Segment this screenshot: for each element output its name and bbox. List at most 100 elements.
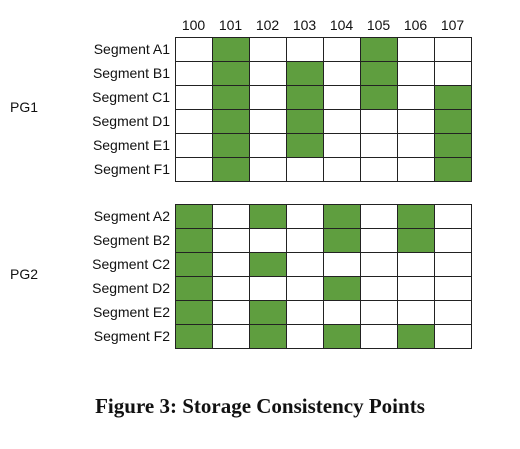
row-label: Segment F2 — [93, 328, 170, 344]
column-header-100: 100 — [181, 17, 206, 33]
filled-cell — [435, 134, 472, 158]
empty-cell — [398, 134, 435, 158]
empty-cell — [176, 134, 213, 158]
filled-cell — [213, 110, 250, 134]
column-header-106: 106 — [403, 17, 428, 33]
empty-cell — [435, 301, 472, 325]
empty-cell — [324, 134, 361, 158]
empty-cell — [398, 301, 435, 325]
column-header-104: 104 — [329, 17, 354, 33]
empty-cell — [176, 86, 213, 110]
column-header-107: 107 — [440, 17, 465, 33]
row-label: Segment F1 — [93, 161, 170, 177]
filled-cell — [176, 253, 213, 277]
empty-cell — [361, 158, 398, 182]
empty-cell — [213, 301, 250, 325]
figure-caption: Figure 3: Storage Consistency Points — [95, 394, 425, 418]
empty-cell — [324, 110, 361, 134]
empty-cell — [250, 110, 287, 134]
row-label: Segment D2 — [92, 280, 170, 296]
empty-cell — [435, 253, 472, 277]
filled-cell — [250, 253, 287, 277]
empty-cell — [176, 158, 213, 182]
filled-cell — [398, 205, 435, 229]
empty-cell — [435, 325, 472, 349]
empty-cell — [213, 205, 250, 229]
row-label: Segment A1 — [93, 41, 170, 57]
group-label-pg1: PG1 — [10, 99, 39, 115]
filled-cell — [361, 86, 398, 110]
filled-cell — [287, 110, 324, 134]
row-label: Segment C2 — [92, 256, 170, 272]
filled-cell — [213, 158, 250, 182]
empty-cell — [361, 325, 398, 349]
filled-cell — [435, 86, 472, 110]
empty-cell — [435, 62, 472, 86]
row-label: Segment D1 — [92, 113, 170, 129]
row-label: Segment A2 — [93, 208, 170, 224]
filled-cell — [361, 38, 398, 62]
empty-cell — [287, 205, 324, 229]
empty-cell — [250, 277, 287, 301]
empty-cell — [324, 86, 361, 110]
empty-cell — [398, 158, 435, 182]
empty-cell — [250, 134, 287, 158]
empty-cell — [324, 62, 361, 86]
empty-cell — [435, 38, 472, 62]
empty-cell — [213, 277, 250, 301]
filled-cell — [324, 205, 361, 229]
empty-cell — [287, 158, 324, 182]
filled-cell — [287, 62, 324, 86]
filled-cell — [176, 205, 213, 229]
filled-cell — [324, 277, 361, 301]
empty-cell — [250, 38, 287, 62]
empty-cell — [398, 86, 435, 110]
row-label: Segment E1 — [92, 137, 170, 153]
empty-cell — [250, 62, 287, 86]
empty-cell — [398, 110, 435, 134]
filled-cell — [213, 38, 250, 62]
filled-cell — [213, 86, 250, 110]
filled-cell — [398, 229, 435, 253]
column-header-102: 102 — [255, 17, 280, 33]
empty-cell — [361, 205, 398, 229]
empty-cell — [361, 277, 398, 301]
empty-cell — [324, 253, 361, 277]
filled-cell — [361, 62, 398, 86]
empty-cell — [324, 38, 361, 62]
filled-cell — [213, 134, 250, 158]
filled-cell — [435, 158, 472, 182]
filled-cell — [324, 325, 361, 349]
empty-cell — [361, 253, 398, 277]
empty-cell — [287, 253, 324, 277]
filled-cell — [287, 134, 324, 158]
column-header-101: 101 — [218, 17, 243, 33]
row-label: Segment C1 — [92, 89, 170, 105]
empty-cell — [361, 301, 398, 325]
empty-cell — [213, 325, 250, 349]
filled-cell — [176, 325, 213, 349]
empty-cell — [398, 277, 435, 301]
row-label: Segment B1 — [92, 65, 170, 81]
empty-cell — [213, 229, 250, 253]
filled-cell — [250, 301, 287, 325]
filled-cell — [250, 205, 287, 229]
empty-cell — [435, 277, 472, 301]
empty-cell — [287, 229, 324, 253]
empty-cell — [250, 158, 287, 182]
filled-cell — [435, 110, 472, 134]
empty-cell — [435, 205, 472, 229]
empty-cell — [398, 253, 435, 277]
empty-cell — [176, 38, 213, 62]
filled-cell — [176, 277, 213, 301]
filled-cell — [324, 229, 361, 253]
empty-cell — [324, 158, 361, 182]
filled-cell — [250, 325, 287, 349]
row-label: Segment B2 — [92, 232, 170, 248]
filled-cell — [287, 86, 324, 110]
empty-cell — [176, 110, 213, 134]
column-header-105: 105 — [366, 17, 391, 33]
empty-cell — [176, 62, 213, 86]
group-label-pg2: PG2 — [10, 266, 39, 282]
filled-cell — [398, 325, 435, 349]
